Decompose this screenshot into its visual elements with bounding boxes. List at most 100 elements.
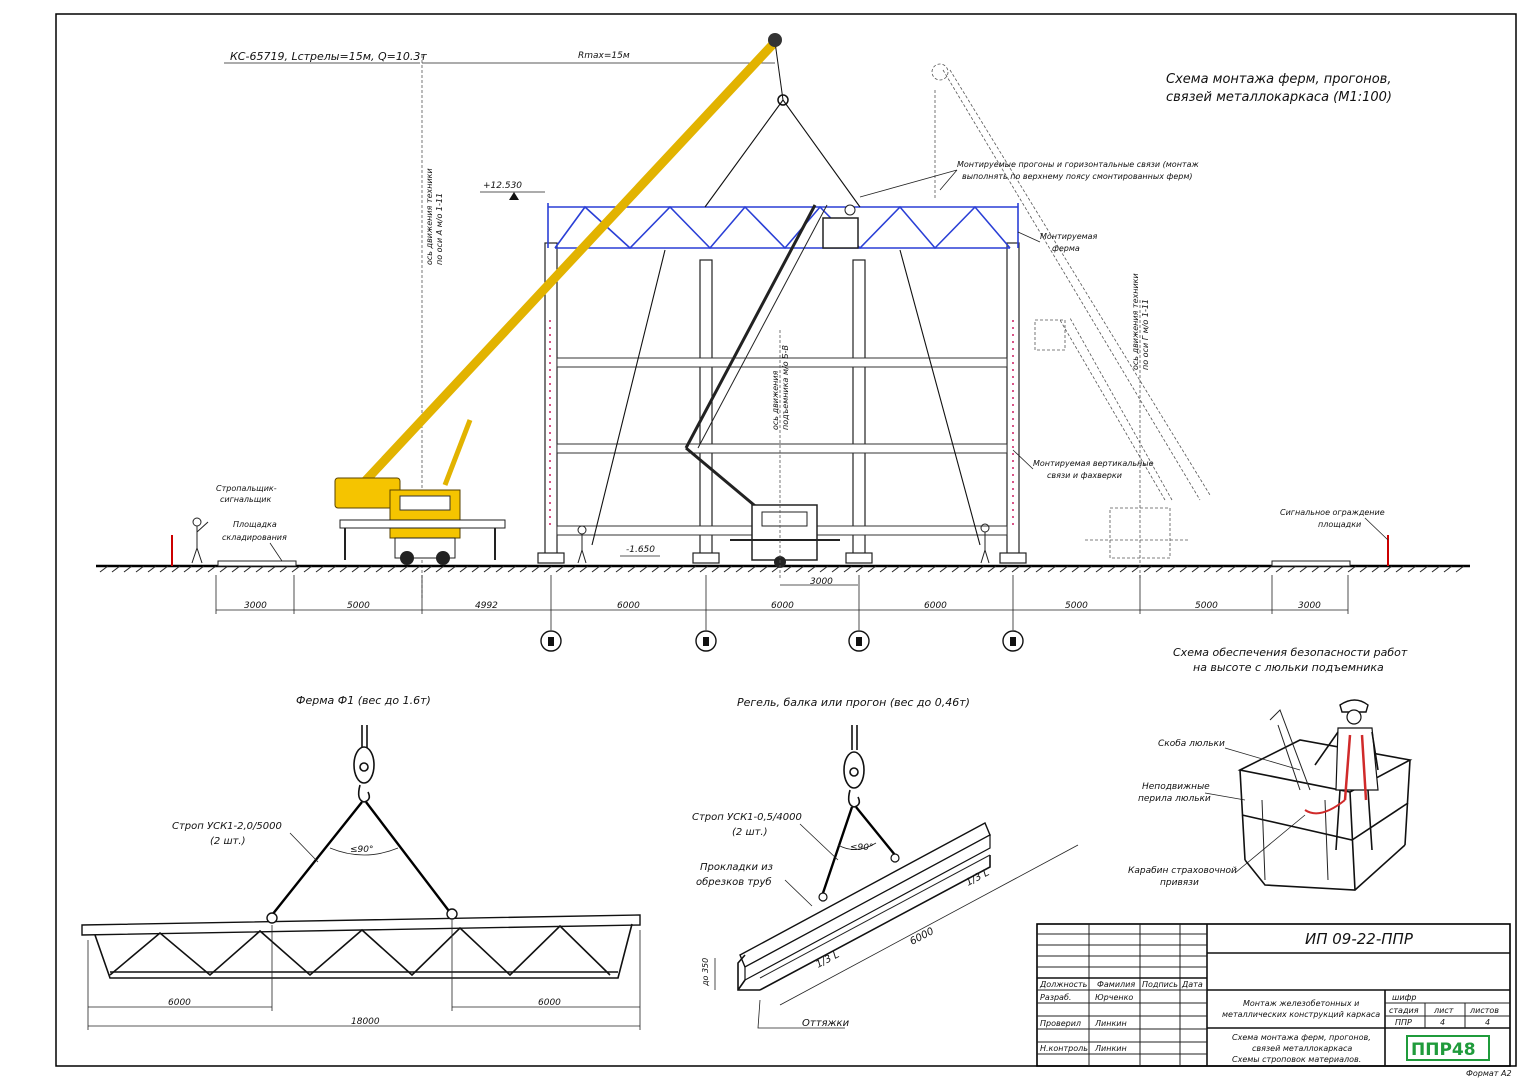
main-scheme: Схема монтажа ферм, прогонов, связей мет… bbox=[96, 33, 1470, 652]
crane-spec: КС-65719, Lстрелы=15м, Q=10.3т bbox=[230, 50, 427, 63]
right-axis-label-2: по оси Г м/о 1-11 bbox=[1141, 299, 1150, 370]
hook-icon bbox=[357, 784, 371, 803]
grid-axis-markers bbox=[540, 614, 1024, 652]
rail-label-1: Неподвижные bbox=[1142, 782, 1210, 792]
carabiner-label-1: Карабин страховочной bbox=[1128, 866, 1237, 876]
storage-area-right bbox=[1271, 560, 1351, 567]
beam-slings bbox=[821, 806, 896, 894]
dimension-ticks bbox=[215, 575, 1349, 614]
callout-fence-1: Сигнальное ограждение bbox=[1280, 508, 1385, 517]
beam-third-bottom: 1/3 L bbox=[814, 949, 841, 970]
company-logo-text: ППР48 bbox=[1411, 1040, 1476, 1060]
stage-value: ППР bbox=[1395, 1018, 1412, 1027]
callout-fence-2: площадки bbox=[1318, 520, 1361, 529]
dim-3: 4992 bbox=[475, 601, 498, 611]
callout-truss-2: ферма bbox=[1052, 244, 1080, 253]
i-beam bbox=[737, 822, 991, 991]
carabiner-label-2: привязи bbox=[1160, 878, 1199, 888]
sheets-header: листов bbox=[1469, 1006, 1499, 1015]
project-line-1: Монтаж железобетонных и bbox=[1243, 999, 1359, 1008]
callout-storage-1: Площадка bbox=[233, 520, 277, 529]
header-signature: Подпись bbox=[1142, 980, 1178, 989]
callout-purlins-2: выполнять по верхнему поясу смонтированн… bbox=[962, 172, 1192, 181]
truss-sling-scheme: Ферма Ф1 (вес до 1.6т) ≤90° Строп УСК1-2… bbox=[81, 694, 641, 1030]
beam-hook-icon bbox=[847, 789, 861, 808]
ground-hatch bbox=[99, 565, 1465, 573]
beam-angle: ≤90° bbox=[850, 843, 874, 853]
elevation-top: +12.530 bbox=[483, 181, 522, 191]
beam-hook-block-icon bbox=[843, 751, 865, 789]
drawing-code: ИП 09-22-ППР bbox=[1305, 930, 1414, 948]
dim-5: 6000 bbox=[771, 601, 794, 611]
title-block: Должность Фамилия Подпись Дата Разраб. Ю… bbox=[1036, 923, 1512, 1078]
beam-sling-scheme: Регель, балка или прогон (вес до 0,46т) … bbox=[692, 696, 1079, 1029]
drawing-name-1: Схема монтажа ферм, прогонов, bbox=[1232, 1033, 1371, 1042]
truss-sling-label-1: Строп УСК1-2,0/5000 bbox=[172, 821, 282, 832]
beam-length: 6000 bbox=[908, 926, 936, 948]
sheet-header: лист bbox=[1433, 1006, 1454, 1015]
callout-vertical-2: связи и фахверки bbox=[1047, 471, 1122, 480]
safety-title-1: Схема обеспечения безопасности работ bbox=[1173, 646, 1408, 659]
truss-f1 bbox=[81, 908, 641, 979]
project-line-2: металлических конструкций каркаса bbox=[1222, 1010, 1380, 1019]
callout-slinger-1: Стропальщик- bbox=[216, 484, 277, 493]
safety-harness bbox=[1343, 734, 1368, 801]
row-checker-role: Проверил bbox=[1040, 1019, 1081, 1028]
callout-vertical-1: Монтируемая вертикальные bbox=[1033, 459, 1154, 468]
crane-boom bbox=[350, 37, 780, 497]
header-role: Должность bbox=[1039, 980, 1088, 989]
row-developer-name: Юрченко bbox=[1095, 993, 1133, 1002]
callout-storage-2: складирования bbox=[222, 533, 287, 542]
truss-dim-right: 6000 bbox=[538, 998, 561, 1008]
worker-figure bbox=[1304, 699, 1379, 851]
ghost-equipment-right bbox=[931, 63, 1211, 580]
sheet-value: 4 bbox=[1440, 1018, 1445, 1027]
crane-axis-label-1: ось движения техники bbox=[425, 168, 434, 265]
row-developer-role: Разраб. bbox=[1040, 993, 1071, 1002]
beam-sling-label-2: (2 шт.) bbox=[732, 827, 768, 838]
safety-title-2: на высоте с люльки подъемника bbox=[1193, 661, 1384, 674]
mobile-crane bbox=[334, 33, 789, 565]
dim-4: 6000 bbox=[617, 601, 640, 611]
rail-label-2: перила люльки bbox=[1138, 794, 1211, 804]
bracket-label: Скоба люльки bbox=[1158, 739, 1225, 749]
right-axis-label-1: ось движения техники bbox=[1131, 273, 1140, 370]
truss-slings bbox=[271, 801, 453, 916]
beam-sling-title: Регель, балка или прогон (вес до 0,46т) bbox=[737, 696, 970, 709]
row-control-role: Н.контроль bbox=[1040, 1044, 1088, 1053]
sheets-value: 4 bbox=[1485, 1018, 1490, 1027]
dim-6: 6000 bbox=[924, 601, 947, 611]
helmet-icon bbox=[1339, 699, 1369, 713]
row-checker-name: Линкин bbox=[1094, 1019, 1127, 1028]
lift-axis-label-1: ось движения bbox=[771, 370, 780, 430]
beam-height: до 350 bbox=[701, 958, 710, 987]
dim-9: 3000 bbox=[1298, 601, 1321, 611]
cipher-label: шифр bbox=[1392, 993, 1416, 1002]
pads-label-1: Прокладки из bbox=[700, 862, 773, 873]
slinger-figures bbox=[191, 517, 990, 564]
crane-hook-icon bbox=[777, 94, 789, 106]
guys-label: Оттяжки bbox=[802, 1018, 850, 1029]
hook-block-icon bbox=[353, 746, 375, 784]
main-title-line2: связей металлокаркаса (М1:100) bbox=[1166, 90, 1392, 105]
callout-slinger-2: сигнальщик bbox=[220, 495, 271, 504]
storage-area-left bbox=[217, 560, 297, 567]
main-title-line1: Схема монтажа ферм, прогонов, bbox=[1166, 72, 1391, 87]
beam-sling-label-1: Строп УСК1-0,5/4000 bbox=[692, 812, 802, 823]
truss-dim-left: 6000 bbox=[168, 998, 191, 1008]
row-control-name: Линкин bbox=[1094, 1044, 1127, 1053]
truss-angle: ≤90° bbox=[350, 845, 374, 855]
lift-basket bbox=[822, 217, 859, 249]
dim-2: 5000 bbox=[347, 601, 370, 611]
sheet-frame bbox=[55, 13, 1517, 1067]
truss-sling-title: Ферма Ф1 (вес до 1.6т) bbox=[296, 694, 431, 707]
lift-offset-dim: 3000 bbox=[810, 577, 833, 587]
dim-7: 5000 bbox=[1065, 601, 1088, 611]
callout-purlins-1: Монтируемые прогоны и горизонтальные свя… bbox=[957, 160, 1199, 169]
stage-header: стадия bbox=[1389, 1006, 1419, 1015]
lift-axis-label-2: подъемника м/о Б-В bbox=[781, 345, 790, 430]
drawing-name-3: Схемы строповок материалов. bbox=[1232, 1055, 1361, 1064]
dim-1: 3000 bbox=[244, 601, 267, 611]
lanyard bbox=[1304, 799, 1346, 815]
